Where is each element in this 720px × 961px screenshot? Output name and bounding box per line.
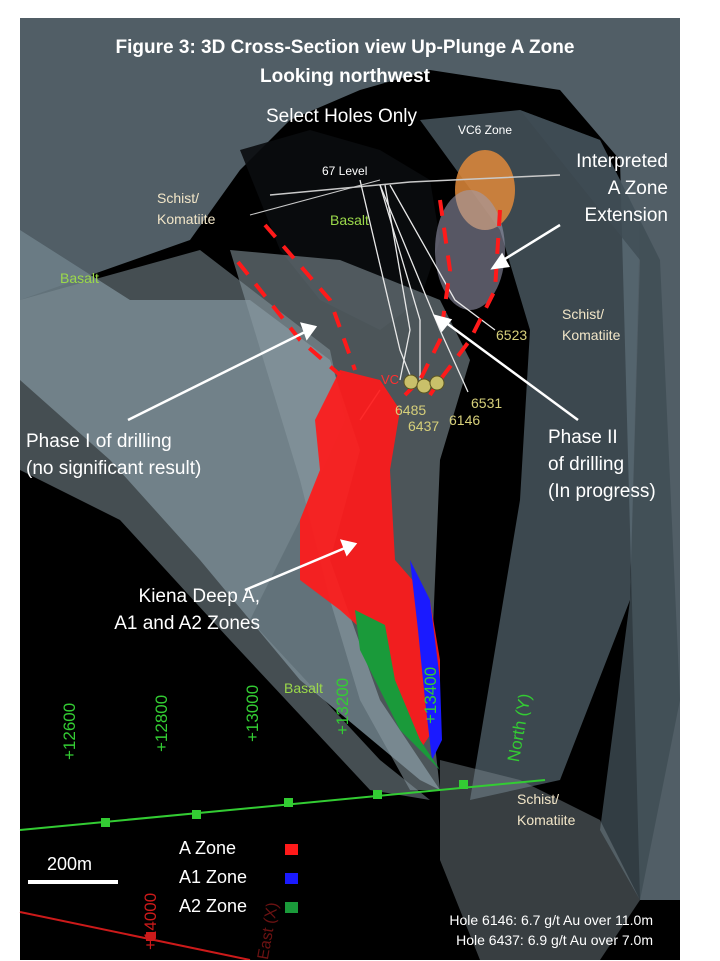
grid-node: [459, 780, 468, 789]
extension-dashed-boundary: [403, 199, 453, 397]
callout-line: A Zone: [607, 178, 668, 199]
figure-subtitle: Select Holes Only: [266, 106, 418, 127]
level-67-label: 67 Level: [322, 164, 368, 178]
north-tick-12800: +12800: [152, 694, 171, 752]
north-tick-13200: +13200: [333, 677, 352, 735]
phase1-arrow-head: [300, 322, 318, 341]
schist-line: Schist/: [562, 306, 605, 322]
left-margin: [0, 0, 20, 960]
callout-line: Interpreted: [576, 151, 668, 172]
intercept-dot: [403, 374, 419, 390]
callout-arrows: [127, 223, 579, 592]
result-hole-6146: Hole 6146: 6.7 g/t Au over 11.0m: [449, 912, 653, 928]
lower-rock-tail: [440, 760, 640, 960]
phase1-dashed-boundary: [263, 223, 357, 371]
phase1-arrow: [127, 330, 306, 422]
hole-label-6523: 6523: [496, 327, 528, 343]
north-tick-12600: +12600: [60, 702, 79, 760]
callout-interpreted: Interpreted A Zone Extension: [556, 148, 668, 229]
north-grid-nodes: [101, 780, 468, 827]
legend-swatch-a1-zone: [285, 873, 298, 884]
basalt-label-left: Basalt: [60, 270, 99, 286]
kiena-arrow-head: [339, 539, 358, 557]
schist-label-right: Schist/ Komatiite: [562, 304, 620, 346]
legend-label-a2-zone: A2 Zone: [179, 896, 248, 916]
top-margin: [0, 0, 720, 18]
grid-node: [373, 790, 382, 799]
north-tick-13400: +13400: [421, 666, 440, 724]
vc6-zone-label: VC6 Zone: [458, 123, 513, 137]
vc-small-label: VC: [381, 372, 400, 387]
callout-line: Phase II: [548, 427, 618, 448]
drill-hole-trace: [379, 184, 469, 393]
intercept-dot: [416, 378, 432, 394]
callout-phase2: Phase II of drilling (In progress): [548, 424, 656, 505]
east-tick-14000: +14000: [141, 892, 160, 950]
kiena-arrow: [244, 546, 346, 592]
drill-hole-trace: [384, 184, 411, 381]
callout-phase1: Phase I of drilling (no significant resu…: [26, 428, 201, 482]
a1-zone-body: [410, 560, 442, 760]
a2-zone-body: [355, 610, 440, 770]
hole-label-6485: 6485: [395, 402, 427, 418]
east-grid-line: [19, 911, 251, 960]
result-hole-6437: Hole 6437: 6.9 g/t Au over 7.0m: [456, 932, 653, 948]
grid-node: [101, 818, 110, 827]
east-grid-node: [146, 932, 155, 941]
hole-label-6146: 6146: [449, 412, 481, 428]
level-67-branch: [249, 179, 381, 216]
drill-hole-trace: [359, 179, 411, 376]
interpreted-extension-body: [435, 190, 505, 310]
level-67-line: [269, 174, 561, 196]
callout-line: Phase I of drilling: [26, 431, 172, 452]
schist-line: Schist/: [517, 791, 560, 807]
schist-line: Schist/: [157, 190, 200, 206]
schist-label-bottom: Schist/ Komatiite: [517, 789, 575, 831]
interpreted-arrow-head: [490, 252, 510, 270]
basalt-label-center: Basalt: [330, 212, 369, 228]
callout-line: Extension: [584, 205, 668, 226]
intercept-dot: [429, 375, 445, 391]
basalt-label-bottom: Basalt: [284, 680, 323, 696]
interpretation-dashes: [236, 199, 502, 397]
right-rock-column: [420, 110, 640, 800]
phase1-dashed-boundary: [236, 260, 342, 377]
callout-line: A1 and A2 Zones: [114, 613, 260, 634]
legend-swatch-a-zone: [285, 844, 298, 855]
a-zone-body: [300, 370, 440, 750]
north-tick-13000: +13000: [243, 684, 262, 742]
legend-swatch-a2-zone: [285, 902, 298, 913]
drill-holes: [359, 179, 496, 421]
intercept-dots: [403, 374, 445, 394]
right-rock-edge: [520, 110, 680, 900]
scale-bar-label: 200m: [47, 854, 93, 874]
legend-label-a-zone: A Zone: [179, 838, 237, 858]
callout-line: of drilling: [548, 454, 625, 475]
grid-node: [284, 798, 293, 807]
figure-title-line1: Figure 3: 3D Cross-Section view Up-Plung…: [115, 37, 575, 58]
upper-rock-mass: [20, 18, 680, 900]
phase2-arrow: [444, 320, 579, 422]
hole-label-6437: 6437: [408, 418, 440, 434]
hole-label-6531: 6531: [471, 395, 503, 411]
callout-line: (no significant result): [26, 458, 202, 479]
bottom-background: [20, 820, 440, 960]
legend-label-a1-zone: A1 Zone: [179, 867, 248, 887]
komatiite-line: Komatiite: [517, 812, 576, 828]
interpreted-arrow: [499, 223, 561, 264]
callout-kiena: Kiena Deep A, A1 and A2 Zones: [80, 583, 260, 637]
komatiite-line: Komatiite: [157, 211, 216, 227]
grid-node: [192, 810, 201, 819]
right-margin: [680, 0, 720, 960]
komatiite-line: Komatiite: [562, 327, 621, 343]
phase2-arrow-head: [432, 314, 453, 333]
figure-title-line2: Looking northwest: [260, 66, 430, 87]
callout-line: (In progress): [548, 481, 656, 502]
drill-results: Hole 6146: 6.7 g/t Au over 11.0m Hole 64…: [380, 910, 653, 950]
callout-line: Kiena Deep A,: [138, 586, 260, 607]
schist-label-upper-left: Schist/ Komatiite: [157, 188, 215, 230]
